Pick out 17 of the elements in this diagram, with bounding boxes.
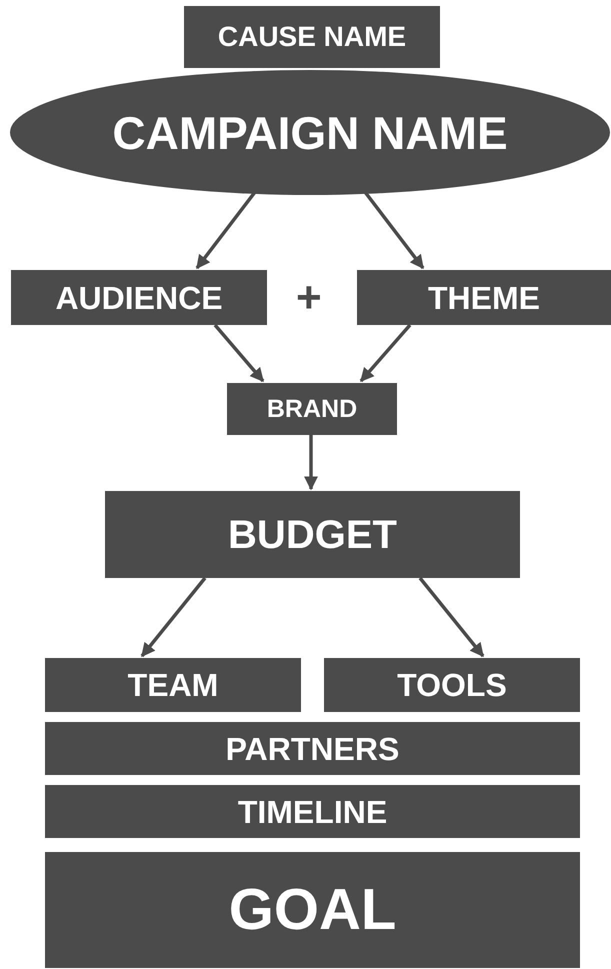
process-box: GOAL — [45, 852, 580, 968]
arrow — [360, 324, 412, 382]
process-box: TEAM — [45, 658, 301, 712]
campaign-ellipse: CAMPAIGN NAME — [10, 70, 610, 195]
process-box: THEME — [357, 270, 611, 325]
process-box: AUDIENCE — [11, 270, 267, 325]
process-box: TIMELINE — [45, 785, 580, 838]
process-box: BUDGET — [105, 491, 520, 578]
arrow — [304, 435, 318, 490]
process-box: PARTNERS — [45, 722, 580, 775]
arrow — [214, 324, 264, 382]
plus-sign: + — [296, 276, 322, 320]
arrow — [140, 576, 206, 658]
arrow — [418, 576, 484, 658]
title-banner: CAUSE NAME — [184, 6, 440, 68]
process-box: TOOLS — [324, 658, 580, 712]
process-box: BRAND — [227, 383, 397, 435]
